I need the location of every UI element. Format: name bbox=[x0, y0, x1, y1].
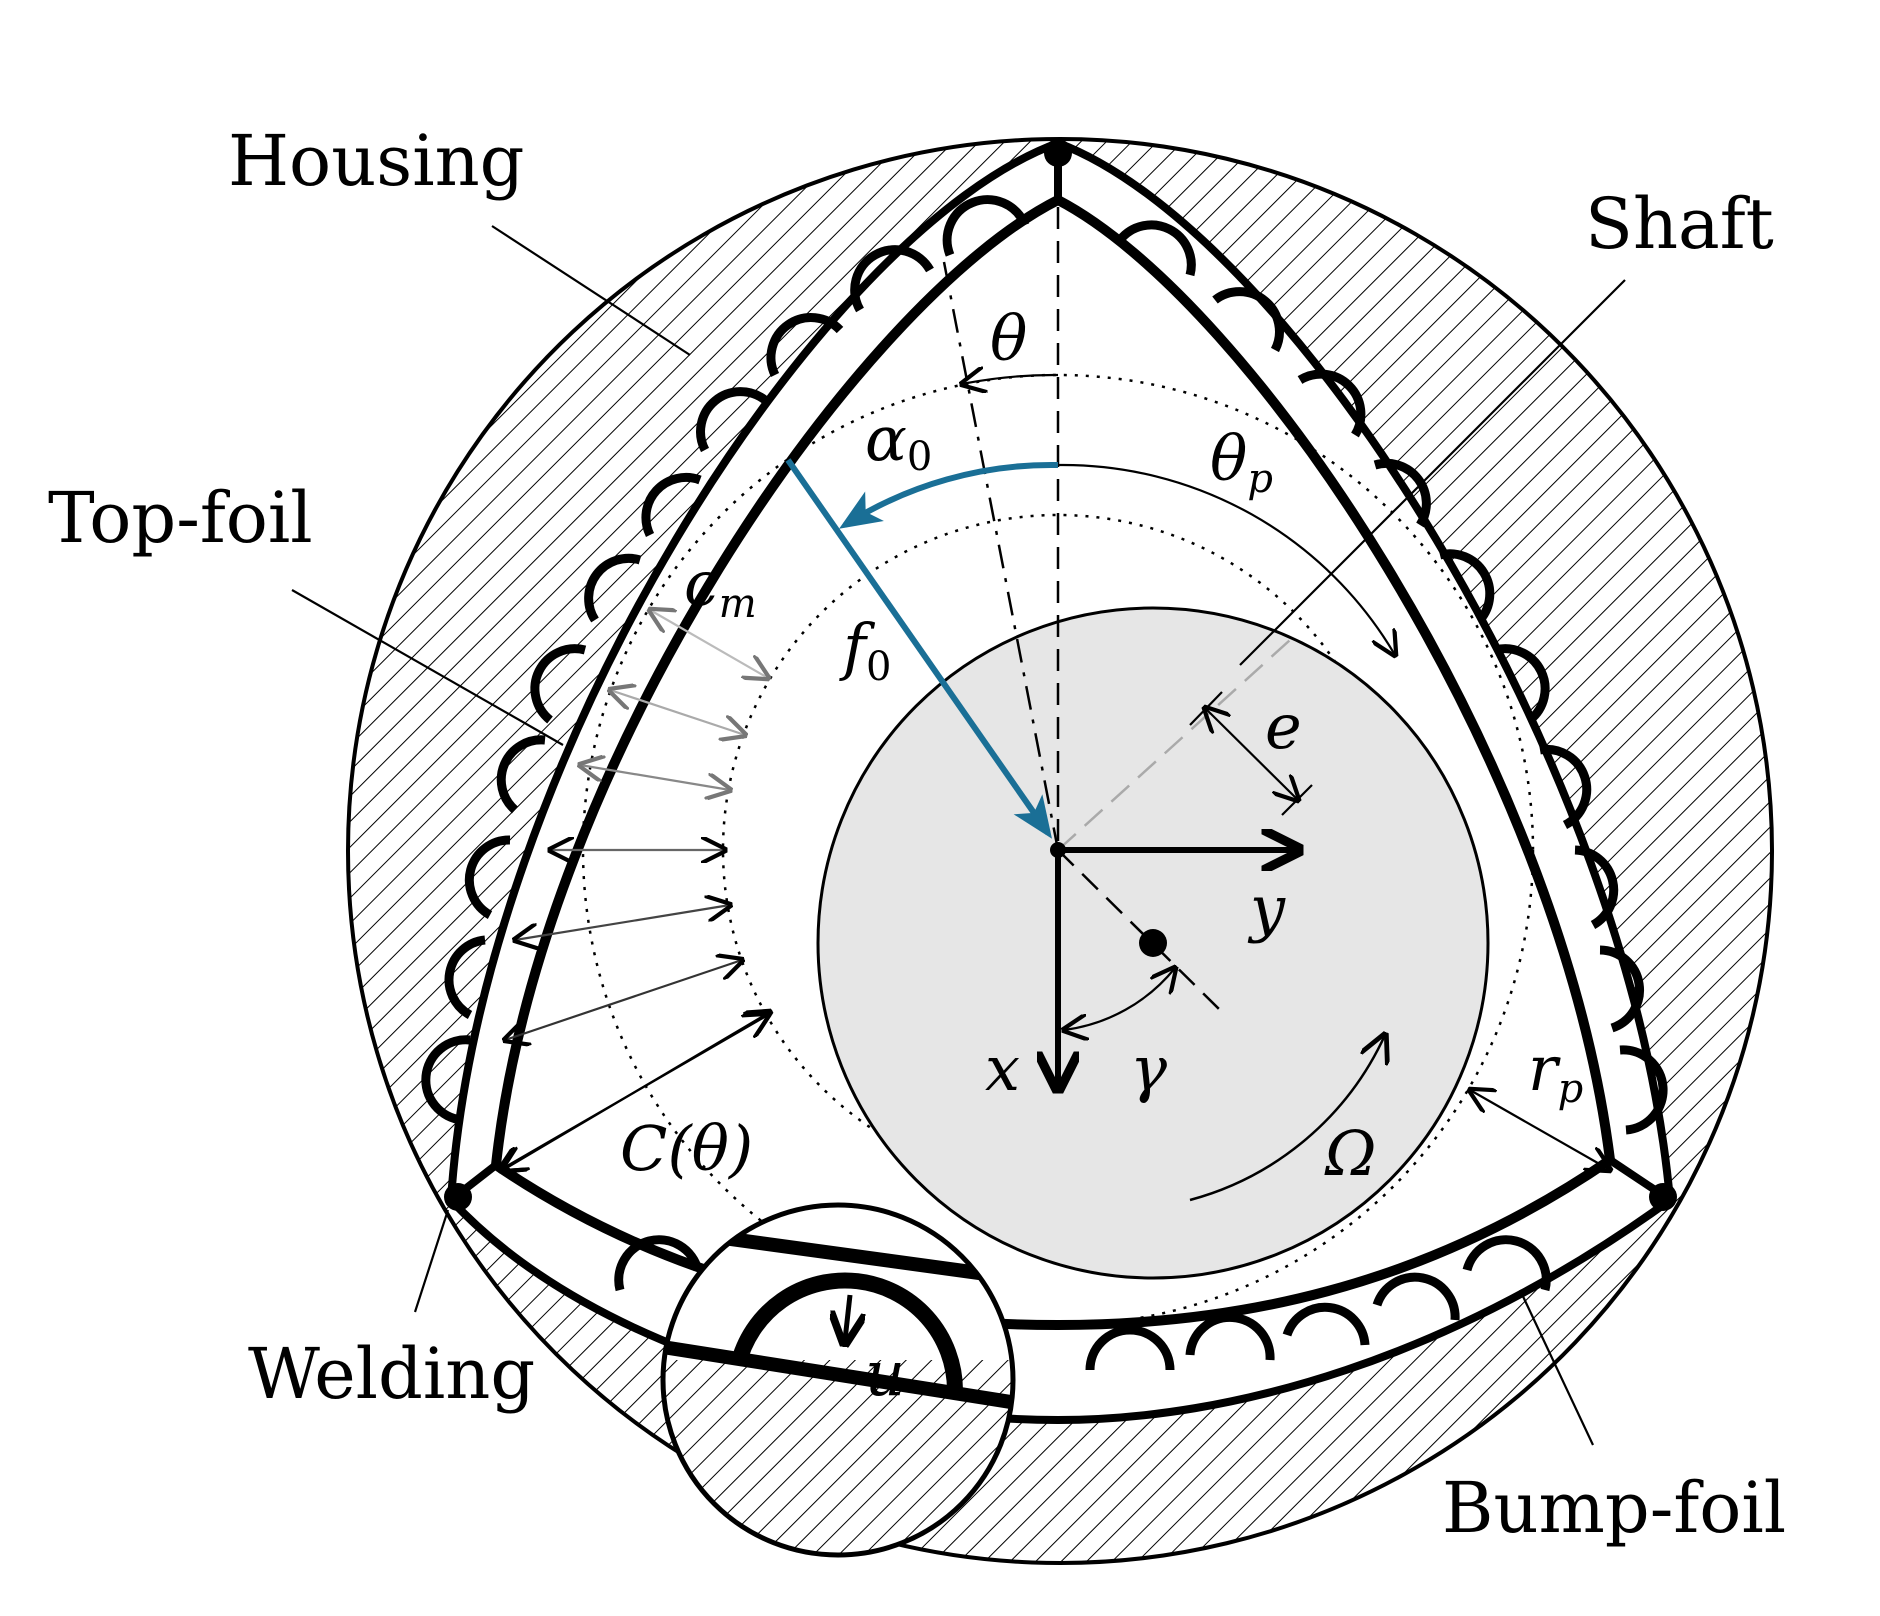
symbol-c-m: cm bbox=[684, 547, 757, 627]
symbol-x: x bbox=[985, 1032, 1020, 1105]
symbol-c-theta: C(θ) bbox=[620, 1112, 753, 1185]
f0-subscript: 0 bbox=[866, 644, 891, 690]
symbol-theta-p: θp bbox=[1210, 422, 1273, 502]
r-p-subscript: p bbox=[1558, 1066, 1584, 1112]
e-dimension bbox=[1205, 708, 1298, 800]
leader-bump-foil bbox=[1519, 1289, 1594, 1446]
symbol-omega: Ω bbox=[1324, 1117, 1376, 1190]
bump-foil-bumps bbox=[421, 195, 1668, 1371]
gamma-arc bbox=[1064, 968, 1175, 1030]
label-shaft: Shaft bbox=[1585, 183, 1774, 265]
leader-welding bbox=[413, 1209, 450, 1313]
welding-point bbox=[1044, 139, 1072, 167]
e-reference-line bbox=[1057, 639, 1291, 851]
theta-p-subscript: p bbox=[1247, 456, 1273, 502]
leader-housing bbox=[491, 225, 691, 356]
theta-p-arc bbox=[1057, 463, 1395, 655]
symbol-e: e bbox=[1265, 690, 1302, 763]
theta-arc bbox=[962, 375, 1059, 384]
r-p-glyph: r bbox=[1528, 1032, 1561, 1105]
welding-point bbox=[1649, 1183, 1677, 1211]
symbol-theta: θ bbox=[990, 302, 1027, 375]
leader-top-foil bbox=[291, 589, 564, 746]
c-m-glyph: c bbox=[684, 547, 719, 620]
bearing-center bbox=[1050, 842, 1066, 858]
label-welding: Welding bbox=[248, 1333, 535, 1415]
shaft-center bbox=[1139, 929, 1167, 957]
symbol-y: y bbox=[1247, 872, 1286, 945]
clearance-circle-outer bbox=[581, 373, 1535, 1327]
symbol-r-p: rp bbox=[1528, 1032, 1583, 1112]
load-vector-f0 bbox=[785, 458, 1053, 839]
symbol-gamma: γ bbox=[1130, 1032, 1168, 1105]
e-tick bbox=[1281, 784, 1313, 816]
welding-point bbox=[444, 1183, 472, 1211]
leader-shaft bbox=[1239, 279, 1626, 666]
e-tick bbox=[1189, 691, 1223, 726]
omega-arrow bbox=[1189, 1035, 1385, 1202]
label-bump-foil: Bump-foil bbox=[1442, 1467, 1786, 1549]
alpha-subscript: 0 bbox=[907, 434, 932, 480]
alpha0-arc bbox=[839, 461, 1059, 529]
theta-reference-line bbox=[942, 261, 1060, 851]
eccentricity-line bbox=[1057, 849, 1221, 1011]
rp-dimension bbox=[1470, 1090, 1610, 1170]
c-m-subscript: m bbox=[719, 581, 757, 627]
alpha-glyph: α bbox=[865, 402, 907, 475]
theta-p-glyph: θ bbox=[1210, 422, 1247, 495]
symbol-u: u bbox=[865, 1337, 905, 1410]
label-housing: Housing bbox=[228, 120, 524, 202]
label-top-foil: Top-foil bbox=[48, 477, 313, 559]
symbol-alpha0: α0 bbox=[865, 402, 932, 480]
c-theta-dimension bbox=[503, 1012, 770, 1170]
